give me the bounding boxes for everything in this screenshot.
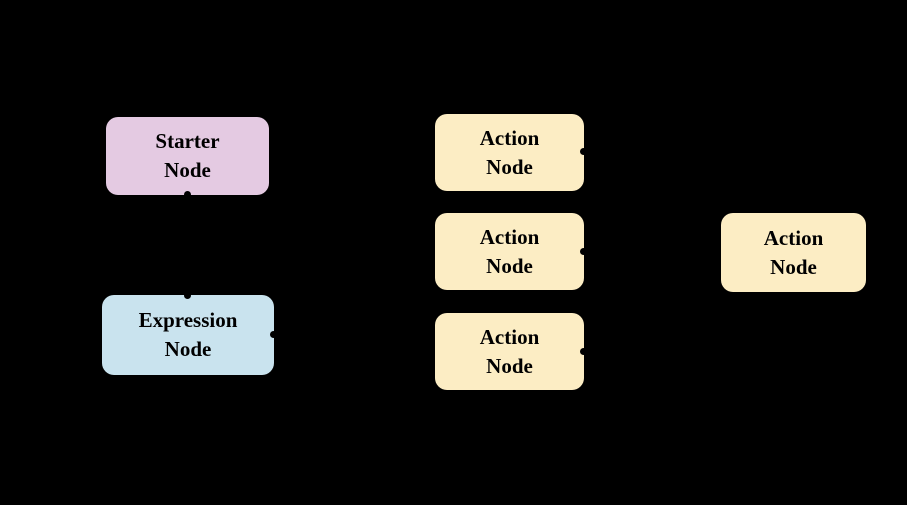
node-label-line: Node [164,158,211,182]
node-label-line: Node [164,337,212,361]
arrowhead-dot-action2-right [580,248,587,255]
node-label-line: Starter [155,129,220,153]
node-action-1: Action Node [435,114,584,191]
node-expression: Expression Node [102,295,274,375]
node-action-3: Action Node [435,313,584,390]
node-label-line: Action [479,125,540,150]
arrowhead-dot-starter-bottom [184,191,191,198]
node-label-line: Node [486,353,533,378]
arrowhead-dot-action3-right [580,348,587,355]
arrowhead-dot-expression-right [270,331,277,338]
node-label-line: Action [479,224,540,249]
node-action-2: Action Node [435,213,584,290]
node-label-line: Action [479,324,540,349]
arrowhead-dot-expression-top [184,292,191,299]
node-label-line: Action [763,225,824,250]
node-label-line: Node [486,253,533,278]
node-starter: Starter Node [106,117,269,195]
node-action-4: Action Node [721,213,866,292]
node-label-line: Expression [138,308,238,332]
node-label-line: Node [770,254,817,279]
node-label-line: Node [486,154,533,179]
arrowhead-dot-action1-right [580,148,587,155]
